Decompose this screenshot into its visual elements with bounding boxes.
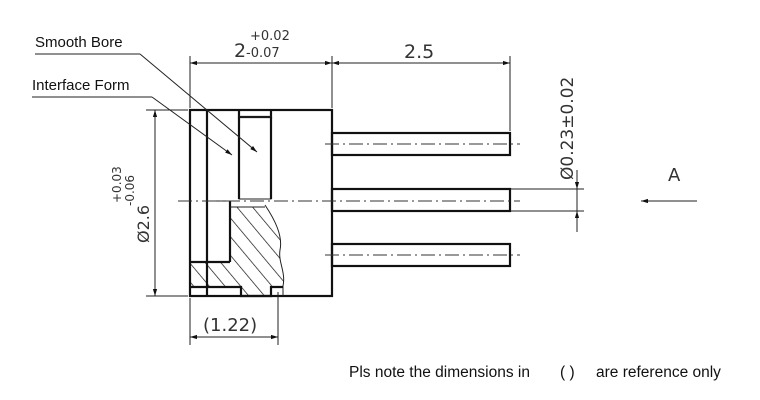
body-length-upper-tol: +0.02 — [250, 29, 290, 44]
body-diameter-lower-tol: -0.06 — [123, 175, 137, 206]
view-marker-a: A — [641, 165, 697, 204]
body-length-lower-tol: -0.07 — [246, 46, 280, 61]
dimension-body-length: 2 +0.02 -0.07 — [189, 29, 333, 108]
pin-diameter-value: Ø0.23±0.02 — [558, 77, 578, 180]
reference-note: Pls note the dimensions in ( ) are refer… — [349, 364, 721, 381]
smooth-bore-label: Smooth Bore — [35, 34, 123, 51]
dimension-reference-width: (1.22) — [189, 292, 279, 345]
leader-labels: Smooth Bore Interface Form — [32, 34, 258, 156]
dimension-pin-length: 2.5 — [332, 41, 511, 131]
note-parentheses: ( ) — [560, 364, 575, 381]
reference-width-value: (1.22) — [203, 315, 257, 336]
view-marker-label: A — [668, 165, 681, 186]
pins — [178, 131, 520, 268]
pin-middle — [330, 187, 512, 213]
interface-form-label: Interface Form — [32, 77, 130, 94]
body-diameter-value: Ø2.6 — [134, 205, 153, 243]
hatched-section — [191, 207, 284, 296]
note-text: Pls note the dimensions in — [349, 364, 530, 381]
dimension-body-diameter: Ø2.6 +0.03 -0.06 — [110, 109, 188, 297]
connector-body — [188, 108, 334, 298]
dimension-pin-diameter: Ø0.23±0.02 — [511, 77, 584, 232]
pin-length-value: 2.5 — [404, 41, 434, 63]
body-length-nominal: 2 — [234, 40, 246, 62]
inner-bore-upper — [238, 116, 272, 200]
body-diameter-upper-tol: +0.03 — [110, 166, 124, 203]
note-suffix: are reference only — [596, 364, 721, 381]
